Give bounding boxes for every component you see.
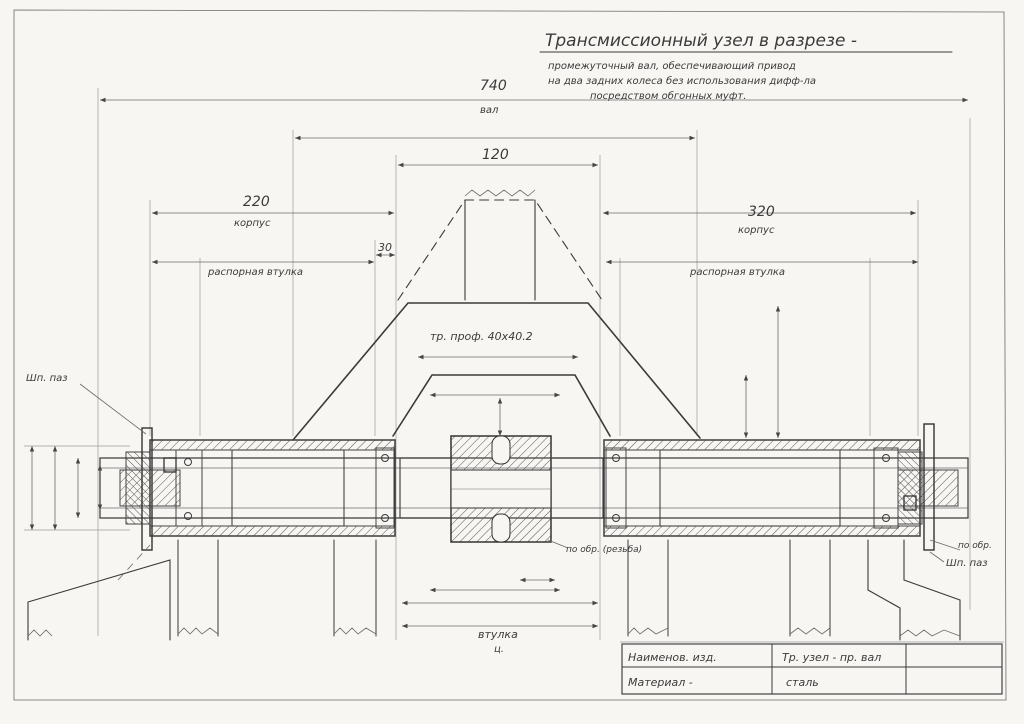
dim-gap: 30 [378,241,392,254]
left-spacer-label: распорная втулка [207,267,303,278]
support-structures [27,539,961,641]
title-block-name-label: Наименов. изд. [628,651,717,664]
dim-right-housing: 320 [748,204,775,220]
right-housing [603,423,935,551]
dim-left-housing: 220 [243,194,270,210]
title-block-material-value: сталь [786,676,819,689]
left-weld-callout: по обр. (резьба) [566,545,642,555]
left-housing [125,427,396,551]
extension-lines [97,88,971,640]
title-block-material-label: Материал - [628,676,693,689]
dim-center-width: 120 [482,147,509,163]
left-key-callout: Шп. паз [26,373,68,384]
dim-shaft-length: 740 [480,78,507,94]
profile-label: тр. проф. 40х40.2 [430,330,533,343]
frame-profile [292,189,701,441]
right-weld-callout: по обр. [958,541,992,551]
center-sleeve [399,435,604,543]
dim-shaft-label: вал [480,105,499,116]
description-line-1: промежуточный вал, обеспечивающий привод [548,60,796,72]
callout-leaders [79,383,961,563]
sleeve-sub-label: ц. [494,644,504,655]
sleeve-label: втулка [478,628,518,641]
right-spacer-label: распорная втулка [689,267,785,278]
dim-right-housing-label: корпус [738,225,775,236]
title-block [621,643,1003,695]
title-block-name-value: Тр. узел - пр. вал [782,651,881,664]
dim-left-housing-label: корпус [234,218,271,229]
drawing-title: Трансмиссионный узел в разрезе - [545,31,857,51]
dimension-lines [24,97,968,629]
description-line-2: на два задних колеса без использования д… [548,75,816,87]
right-key-callout: Шп. паз [946,558,988,569]
sheet-border [13,9,1007,701]
